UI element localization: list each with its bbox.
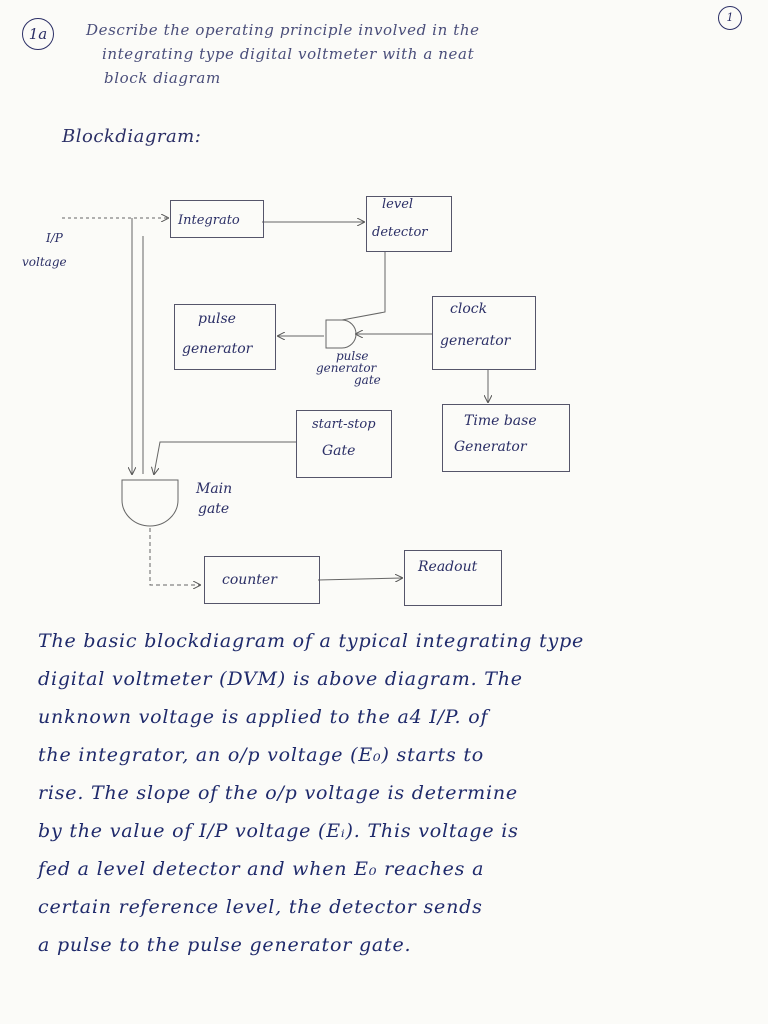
paragraph-line: certain reference level, the detector se… [38,896,483,918]
level-detector-label-1: level [382,197,414,212]
pulse-generator-label-2: generator [182,341,253,357]
diagram-heading: Blockdiagram: [62,126,202,147]
start-stop-gate-block [296,410,392,478]
level-detector-block [366,196,452,252]
paragraph-line: a pulse to the pulse generator gate. [38,934,412,956]
input-label: I/P [46,231,63,245]
main-gate-label-2: gate [198,501,230,517]
time-base-generator-block [442,404,570,472]
question-line: Describe the operating principle involve… [86,21,480,39]
integrator-label: Integrato [178,213,240,228]
paragraph-line: digital voltmeter (DVM) is above diagram… [38,668,523,690]
input-label-voltage: voltage [22,255,67,269]
main-gate-label-1: Main [196,481,233,497]
readout-block [404,550,502,606]
clock-generator-block [432,296,536,370]
start-stop-label-1: start-stop [312,417,376,432]
pulse-generator-label-1: pulse [198,311,236,327]
clock-generator-label-1: clock [450,301,488,317]
question-line: block diagram [104,69,221,87]
question-line: integrating type digital voltmeter with … [102,45,475,63]
paragraph-line: rise. The slope of the o/p voltage is de… [38,782,518,804]
pulse-gate-label-3: gate [354,373,381,387]
main-gate-to-counter-line [149,528,200,585]
integrator-block [170,200,264,238]
paragraph-line: unknown voltage is applied to the a4 I/P… [38,706,489,728]
question-number: 1a [28,25,48,43]
page-number: 1 [726,11,734,24]
paragraph-line: by the value of I/P voltage (Eᵢ). This v… [38,820,519,842]
time-base-label-1: Time base [464,413,537,429]
paragraph-line: The basic blockdiagram of a typical inte… [38,630,585,652]
pulse-gate-label-1: pulse [336,349,369,363]
page-number-badge: 1 [718,6,742,30]
pulse-generator-block [174,304,276,370]
counter-label: counter [222,572,277,588]
pulse-gate-label-2: generator [316,361,377,375]
counter-to-readout-arrow [317,578,402,580]
detector-to-gate-line [341,252,386,321]
readout-label: Readout [418,559,478,575]
level-detector-label-2: detector [372,225,428,240]
block-diagram-connectors [62,0,768,620]
question-number-badge: 1a [22,18,54,50]
paragraph-line: the integrator, an o/p voltage (E₀) star… [38,744,485,766]
startstop-to-main-gate-line [154,441,296,474]
pulse-generator-gate-symbol [325,319,357,349]
main-gate-symbol [121,479,179,527]
time-base-label-2: Generator [454,439,527,455]
question-text: Describe the operating principle involve… [86,18,726,90]
paragraph-line: fed a level detector and when E₀ reaches… [38,858,485,880]
start-stop-label-2: Gate [322,443,356,459]
explanation-paragraph: The basic blockdiagram of a typical inte… [38,622,766,964]
clock-generator-label-2: generator [440,333,511,349]
counter-block [204,556,320,604]
